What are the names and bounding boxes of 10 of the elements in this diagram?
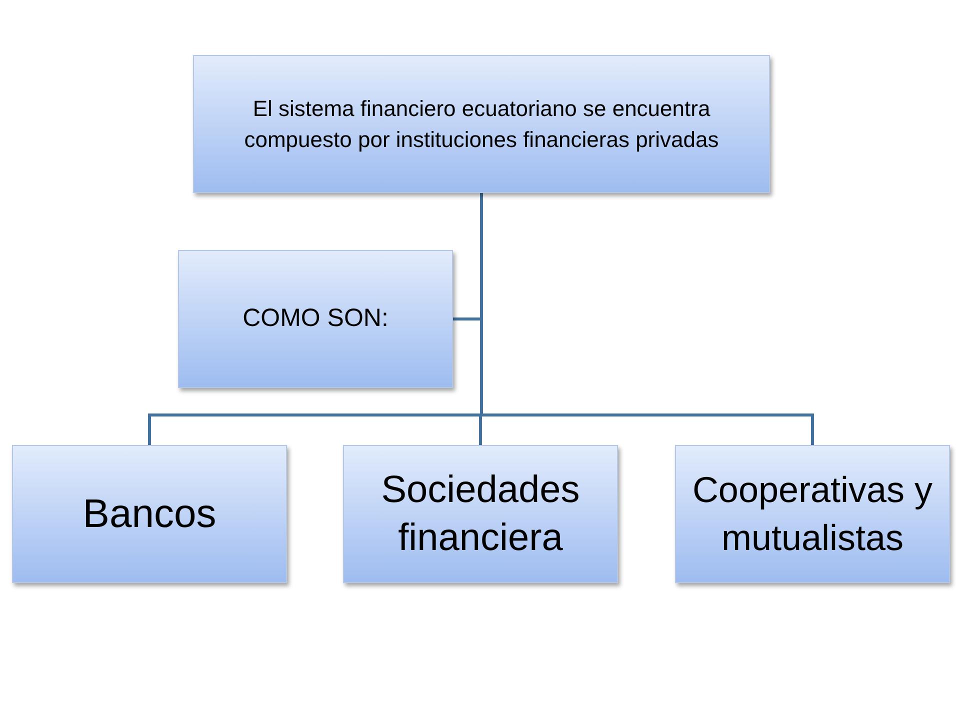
box-text: COMO SON: — [242, 303, 388, 334]
process-box — [675, 445, 950, 583]
box-text: Sociedades financiera — [380, 468, 581, 561]
process-box — [343, 445, 618, 583]
process-box — [178, 250, 453, 388]
box-text: Cooperativas y mutualistas — [691, 468, 934, 560]
box-text: El sistema financiero ecuatoriano se encuentra compuesto por instituciones financieras privadas — [243, 95, 720, 154]
box-text: Bancos — [82, 491, 216, 538]
process-box — [193, 55, 770, 193]
process-box — [12, 445, 287, 583]
